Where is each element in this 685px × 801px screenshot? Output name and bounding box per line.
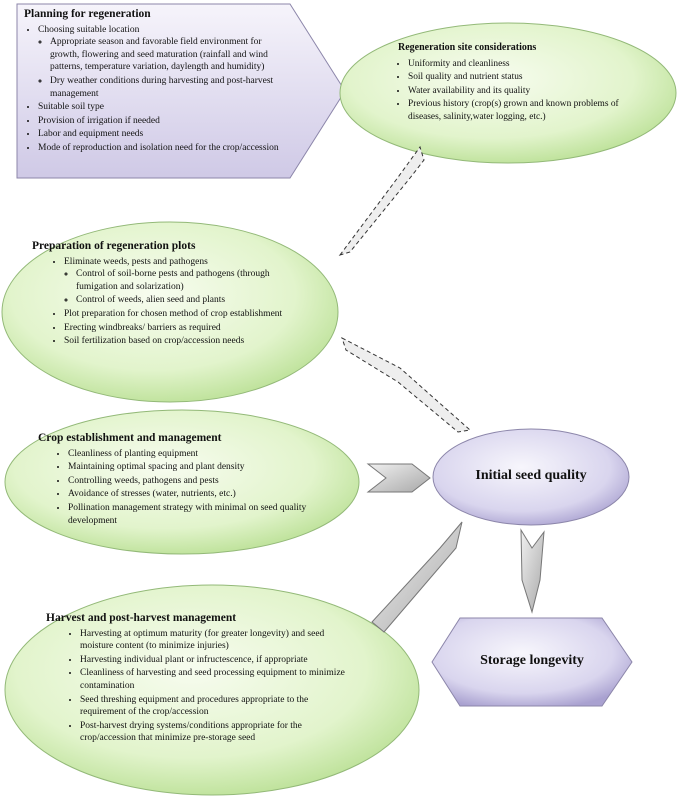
site-list: Uniformity and cleanliness Soil quality … [394, 58, 626, 124]
storage-longevity-label: Storage longevity [480, 653, 584, 668]
crop-list: Cleanliness of planting equipment Mainta… [54, 448, 319, 528]
planning-list: Choosing suitable location Appropriate s… [24, 24, 286, 155]
prep-list: Eliminate weeds, pests and pathogens Con… [50, 256, 302, 348]
crop-ellipse [4, 409, 360, 555]
prep-box: Preparation of regeneration plots Elimin… [32, 240, 302, 349]
list-item: Eliminate weeds, pests and pathogens Con… [64, 256, 302, 307]
chevron-crop-initial [366, 463, 431, 493]
list-item: Control of weeds, alien seed and plants [76, 294, 302, 307]
crop-title: Crop establishment and management [38, 432, 222, 444]
list-item: Seed threshing equipment and procedures … [80, 694, 356, 719]
list-item: Water availability and its quality [408, 85, 626, 98]
harvest-title: Harvest and post-harvest management [46, 612, 237, 624]
list-item: Choosing suitable location Appropriate s… [38, 24, 286, 101]
storage-hexagon [431, 617, 633, 707]
site-title: Regeneration site considerations [398, 42, 537, 53]
list-item: Labor and equipment needs [38, 128, 286, 141]
list-item: Cleanliness of planting equipment [68, 448, 319, 461]
arrow-harvest-initial [371, 521, 463, 633]
list-item: Cleanliness of harvesting and seed proce… [80, 667, 356, 692]
list-item: Avoidance of stresses (water, nutrients,… [68, 488, 319, 501]
list-item: Controlling weeds, pathogens and pests [68, 475, 319, 488]
list-item: Post-harvest drying systems/conditions a… [80, 720, 356, 745]
list-item: Harvesting individual plant or infructes… [80, 654, 356, 667]
list-item: Soil quality and nutrient status [408, 71, 626, 84]
list-item: Appropriate season and favorable field e… [50, 36, 286, 74]
harvest-list: Harvesting at optimum maturity (for grea… [66, 628, 356, 745]
list-item: Maintaining optimal spacing and plant de… [68, 461, 319, 474]
list-item: Control of soil-borne pests and pathogen… [76, 268, 302, 293]
initial-seed-quality-label: Initial seed quality [475, 468, 587, 483]
site-box: Regeneration site considerations Uniform… [394, 42, 626, 125]
list-item: Suitable soil type [38, 101, 286, 114]
harvest-box: Harvest and post-harvest management Harv… [46, 612, 356, 746]
harvest-ellipse [4, 584, 420, 796]
list-item: Pollination management strategy with min… [68, 502, 319, 527]
list-item: Provision of irrigation if needed [38, 115, 286, 128]
list-item: Plot preparation for chosen method of cr… [64, 308, 302, 321]
list-item: Soil fertilization based on crop/accessi… [64, 335, 302, 348]
sub-list: Control of soil-borne pests and pathogen… [64, 268, 302, 307]
list-item: Uniformity and cleanliness [408, 58, 626, 71]
list-item: Previous history (crop(s) grown and know… [408, 98, 626, 123]
prep-ellipse [1, 221, 339, 403]
site-ellipse [339, 22, 677, 164]
dashed-arrow-site-prep [338, 145, 425, 256]
crop-box: Crop establishment and management Cleanl… [38, 432, 319, 528]
list-item: Erecting windbreaks/ barriers as require… [64, 322, 302, 335]
list-item: Mode of reproduction and isolation need … [38, 142, 286, 155]
dashed-arrow-prep-initial [341, 336, 472, 433]
sub-list: Appropriate season and favorable field e… [38, 36, 286, 100]
planning-box: Planning for regeneration Choosing suita… [24, 8, 286, 156]
list-item: Dry weather conditions during harvesting… [50, 75, 286, 100]
arrow-initial-storage [520, 528, 545, 614]
initial-ellipse [432, 428, 630, 526]
planning-shape [16, 3, 346, 179]
planning-title: Planning for regeneration [24, 8, 151, 20]
prep-title: Preparation of regeneration plots [32, 240, 196, 252]
list-item: Harvesting at optimum maturity (for grea… [80, 628, 356, 653]
